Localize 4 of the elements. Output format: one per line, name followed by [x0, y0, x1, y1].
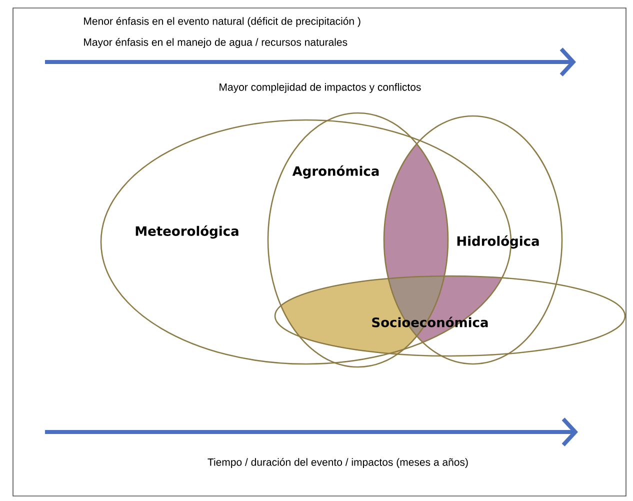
- caption-text: Mayor énfasis en el manejo de agua / recursos naturales: [84, 38, 348, 48]
- caption-text: Tiempo / duración del evento / impactos (meses a años): [208, 458, 468, 468]
- caption-text: Menor énfasis en el evento natural (déficit de precipitación ): [84, 17, 360, 27]
- caption-text: Mayor complejidad de impactos y conflictos: [220, 83, 421, 93]
